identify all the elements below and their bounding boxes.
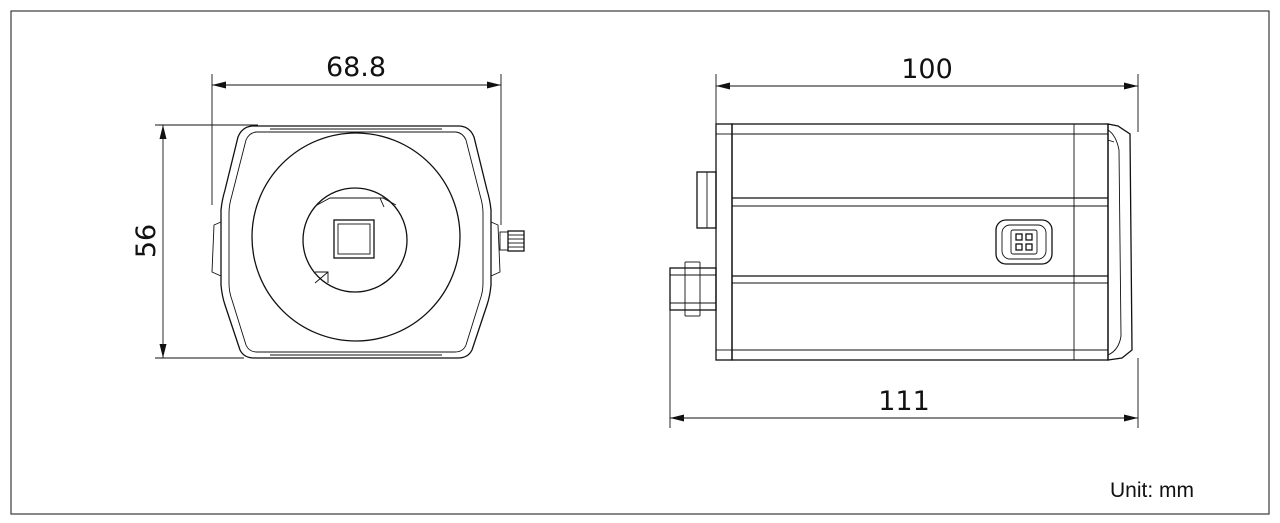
front-view	[211, 125, 525, 359]
lens-opening	[302, 187, 408, 293]
rear-plate	[715, 123, 733, 361]
rear-connector	[696, 171, 717, 229]
bnc-connector	[669, 261, 717, 317]
side-view	[669, 123, 1133, 361]
sensor-inner	[337, 223, 371, 255]
front-bezel	[1107, 123, 1133, 361]
side-body-length-label: 100	[901, 54, 953, 85]
lens-mount-ring	[251, 132, 461, 342]
unit-label: Unit: mm	[1110, 479, 1194, 502]
dim-side-body: 100	[715, 54, 1139, 132]
dim-front-width: 68.8	[211, 52, 502, 225]
front-housing-outline	[220, 125, 492, 359]
aux-connector-port	[995, 219, 1053, 265]
dim-side-total: 111	[669, 310, 1139, 428]
dim-front-height: 56	[131, 124, 258, 359]
side-screw	[499, 230, 525, 252]
front-width-label: 68.8	[326, 52, 386, 83]
sensor-outer	[333, 219, 375, 259]
drawing-frame	[10, 10, 1270, 515]
front-housing-inner	[228, 131, 484, 353]
side-total-length-label: 111	[878, 386, 930, 417]
front-height-label: 56	[131, 224, 162, 258]
